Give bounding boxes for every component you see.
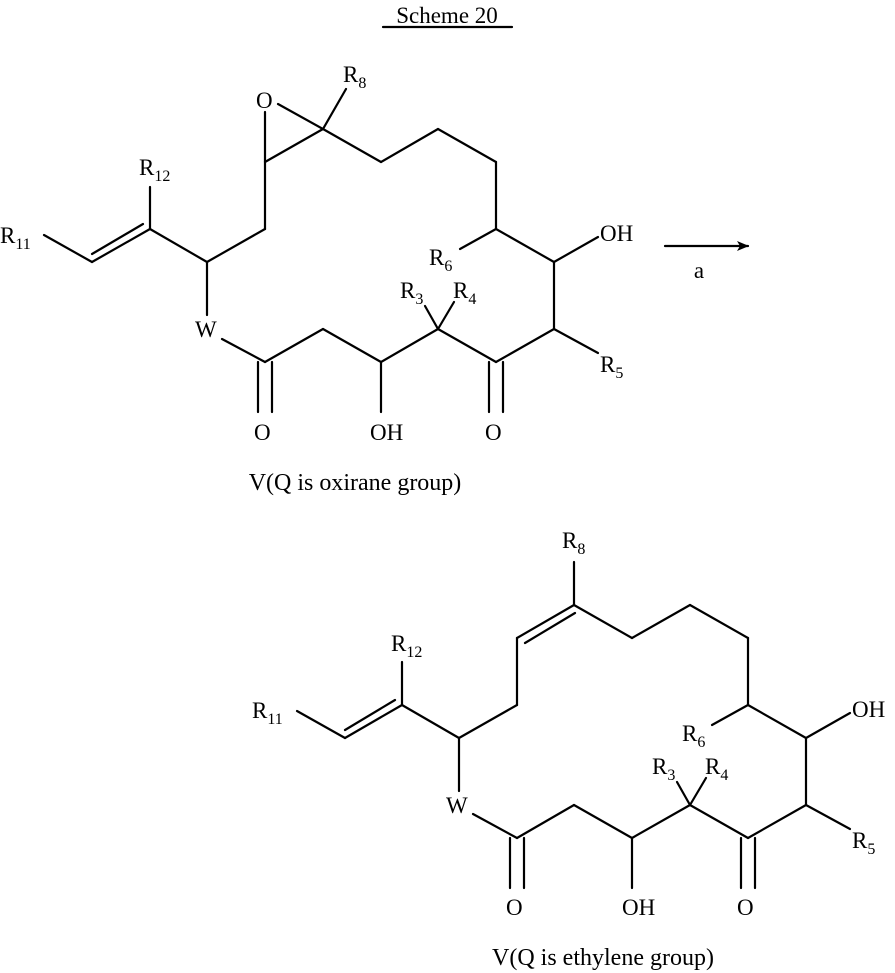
single-bond	[276, 102, 325, 131]
single-bond	[423, 304, 440, 331]
double-bond-line	[343, 698, 397, 732]
atom-label: R6	[682, 721, 705, 751]
atom-label: OH	[370, 420, 403, 445]
atom-label: OH	[852, 697, 885, 722]
atom-label: R6	[429, 245, 452, 275]
atom-label: O	[737, 895, 754, 920]
single-bond	[688, 603, 750, 640]
single-bond	[321, 327, 383, 364]
single-bond	[572, 803, 634, 840]
single-bond	[42, 233, 94, 264]
atom-label: O	[485, 420, 502, 445]
single-bond	[552, 327, 600, 355]
single-bond	[400, 703, 461, 740]
single-bond	[436, 300, 456, 331]
atom-label: R12	[391, 631, 422, 661]
atom-label: R11	[252, 698, 283, 728]
atom-label: OH	[622, 895, 655, 920]
single-bond	[471, 812, 519, 840]
scheme-title-text: Scheme 20	[396, 3, 498, 28]
double-bond-line	[523, 611, 577, 645]
single-bond	[379, 327, 440, 364]
single-bond	[494, 227, 556, 264]
oxirane-bonds	[42, 87, 600, 414]
single-bond	[515, 603, 576, 640]
atom-label: R4	[453, 278, 476, 308]
scheme-title: Scheme 20	[381, 3, 514, 29]
atom-label: O	[506, 895, 523, 920]
double-bond-line	[90, 222, 145, 256]
single-bond	[675, 780, 692, 807]
single-bond	[804, 711, 852, 740]
single-bond	[688, 803, 750, 840]
single-bond	[321, 127, 383, 164]
single-bond	[148, 227, 209, 264]
reagent-label: a	[694, 258, 704, 283]
single-bond	[90, 227, 152, 264]
atom-label: OH	[600, 221, 633, 246]
single-bond	[295, 709, 347, 740]
single-bond	[630, 803, 692, 840]
single-bond	[343, 703, 404, 740]
single-bond	[321, 87, 348, 131]
single-bond	[436, 327, 498, 364]
atom-label: R5	[600, 352, 623, 382]
atom-label: O	[254, 420, 271, 445]
atom-label: R5	[852, 828, 875, 858]
single-bond	[220, 337, 267, 364]
single-bond	[572, 603, 634, 640]
reaction-arrow: a	[663, 241, 750, 283]
single-bond	[436, 127, 498, 164]
single-bond	[205, 227, 267, 264]
single-bond	[710, 703, 750, 727]
atom-label: O	[256, 88, 273, 113]
single-bond	[746, 803, 808, 840]
atom-label: R4	[705, 754, 728, 784]
single-bond	[552, 235, 600, 264]
atom-label: R3	[652, 754, 675, 784]
single-bond	[688, 776, 708, 807]
ethylene-bonds	[295, 560, 852, 890]
atom-label: R12	[139, 155, 170, 185]
single-bond	[458, 227, 498, 251]
single-bond	[804, 803, 852, 831]
ethylene-compound-caption: V(Q is ethylene group)	[492, 945, 714, 971]
single-bond	[457, 703, 519, 740]
atom-label: R8	[562, 528, 585, 558]
single-bond	[263, 327, 325, 364]
single-bond	[630, 603, 692, 640]
oxirane-compound-caption: V(Q is oxirane group)	[249, 470, 462, 496]
single-bond	[263, 127, 325, 164]
atom-label: W	[195, 317, 217, 342]
single-bond	[494, 327, 556, 364]
atom-label: R11	[0, 223, 31, 253]
atom-label: W	[446, 793, 468, 818]
single-bond	[379, 127, 440, 164]
single-bond	[746, 703, 808, 740]
atom-label: R3	[400, 278, 423, 308]
single-bond	[515, 803, 576, 840]
atom-label: R8	[343, 62, 366, 92]
